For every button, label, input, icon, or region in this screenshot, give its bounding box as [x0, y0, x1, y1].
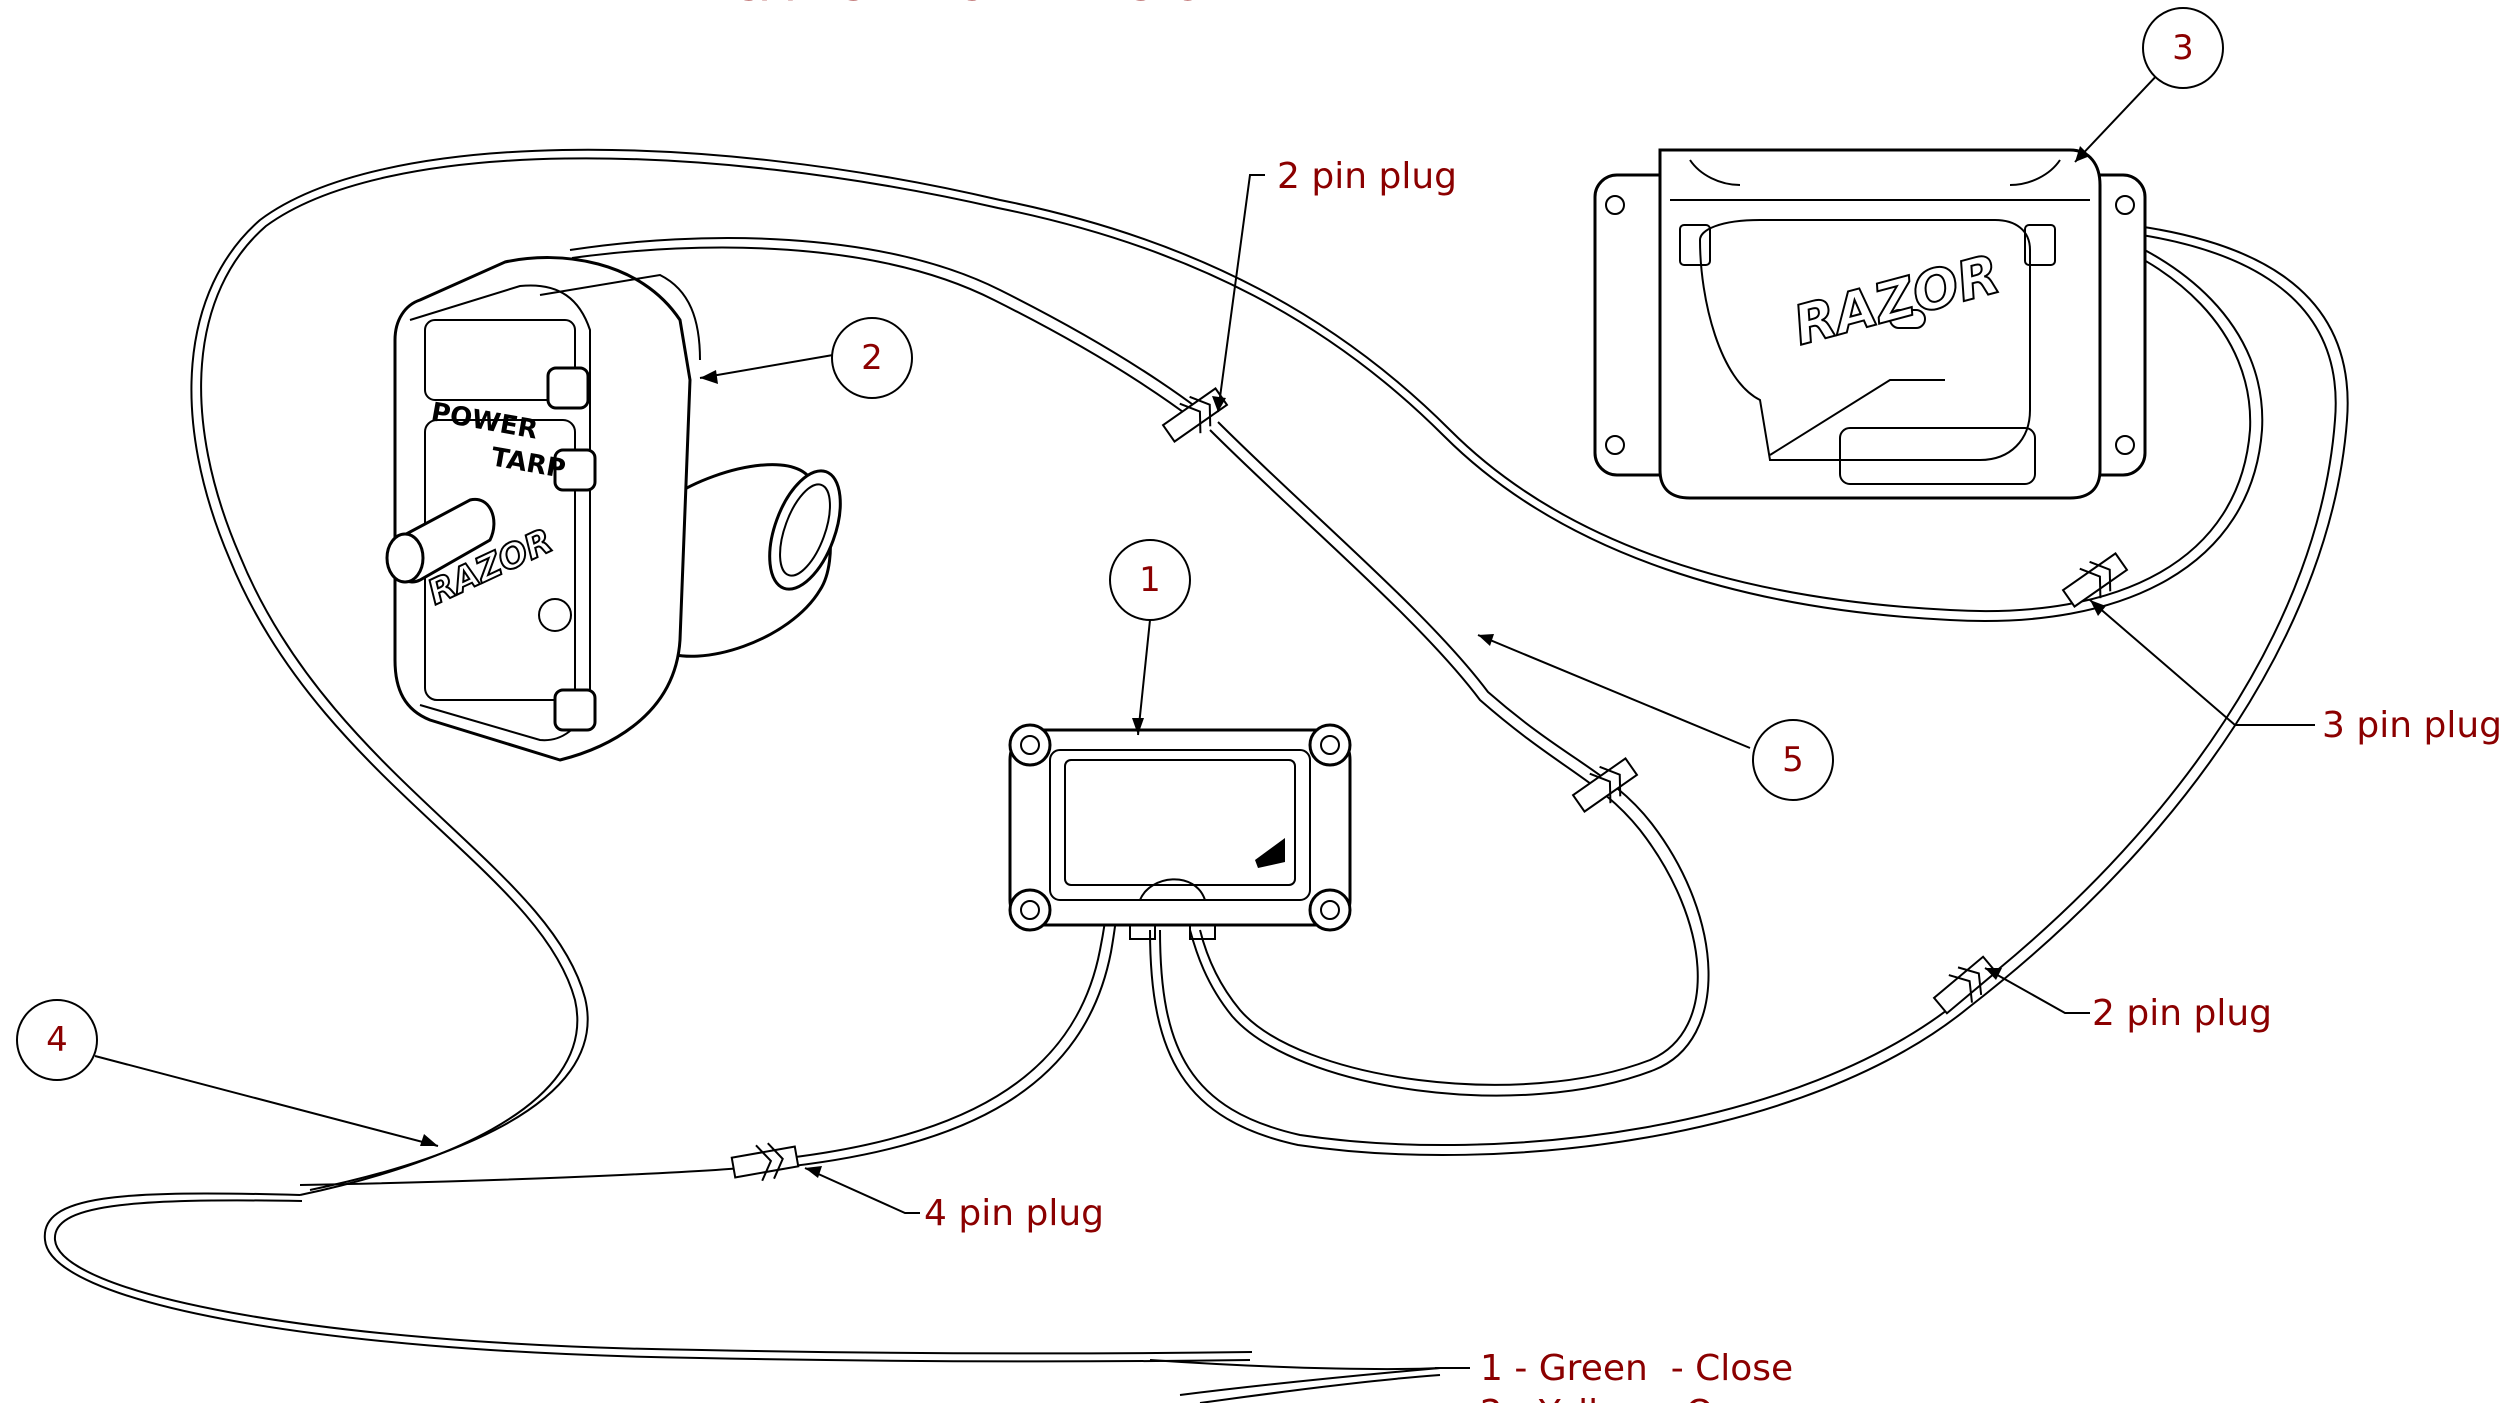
label-2-pin-plug-top: 2 pin plug: [1277, 156, 1457, 197]
plug-2pin-top: [1161, 387, 1229, 443]
leader-lines: [94, 71, 2315, 1369]
wire-4-to-top-b: [200, 157, 2264, 1191]
label-wire-2: 2 - Yellow - Open: [1480, 1393, 1782, 1403]
label-wire-1: 1 - Green - Close: [1480, 1348, 1793, 1389]
wire-loop-main-b: [53, 1199, 1253, 1355]
callout-2-number: 2: [861, 338, 883, 378]
tarp-motor: POWER TARP RAZOR: [385, 256, 842, 762]
plug-3pin: [2061, 552, 2129, 608]
wire-4-to-top: [190, 148, 2252, 1196]
wire-bundle-3: [1199, 1374, 1441, 1403]
wire-box-to-right-b: [1149, 219, 2349, 1157]
wire-motor-to-2pin-b: [571, 246, 1195, 421]
wire-bundle-2: [1179, 1367, 1441, 1396]
label-2-pin-plug-right: 2 pin plug: [2092, 993, 2272, 1034]
connector-symbols: [730, 387, 2129, 1182]
diagram-title: IN-CAB SWITCH VERSION: [665, 0, 1240, 11]
callout-4-number: 4: [46, 1020, 68, 1060]
callout-1-number: 1: [1139, 560, 1161, 600]
label-4-pin-plug: 4 pin plug: [924, 1193, 1104, 1234]
plug-2pin-lower: [1571, 757, 1639, 813]
cab-switch: RAZOR: [1593, 148, 2147, 500]
callout-1: 1: [1109, 539, 1191, 621]
plug-4pin: [730, 1142, 800, 1182]
callout-5-number: 5: [1782, 740, 1804, 780]
callout-5: 5: [1752, 719, 1834, 801]
wire-harness: [43, 148, 2349, 1403]
control-box: [1008, 723, 1352, 940]
leader-arrowheads: [420, 146, 2106, 1178]
plug-2pin-right: [1932, 955, 1998, 1015]
callout-4: 4: [16, 999, 98, 1081]
wire-2pin-to-box-b: [1189, 421, 1710, 1097]
callout-3: 3: [2142, 7, 2224, 89]
callout-3-number: 3: [2172, 28, 2194, 68]
wire-2pin-to-box: [1199, 429, 1699, 1086]
wire-motor-to-2pin: [569, 237, 1201, 411]
label-3-pin-plug: 3 pin plug: [2322, 705, 2502, 746]
callout-2: 2: [831, 317, 913, 399]
